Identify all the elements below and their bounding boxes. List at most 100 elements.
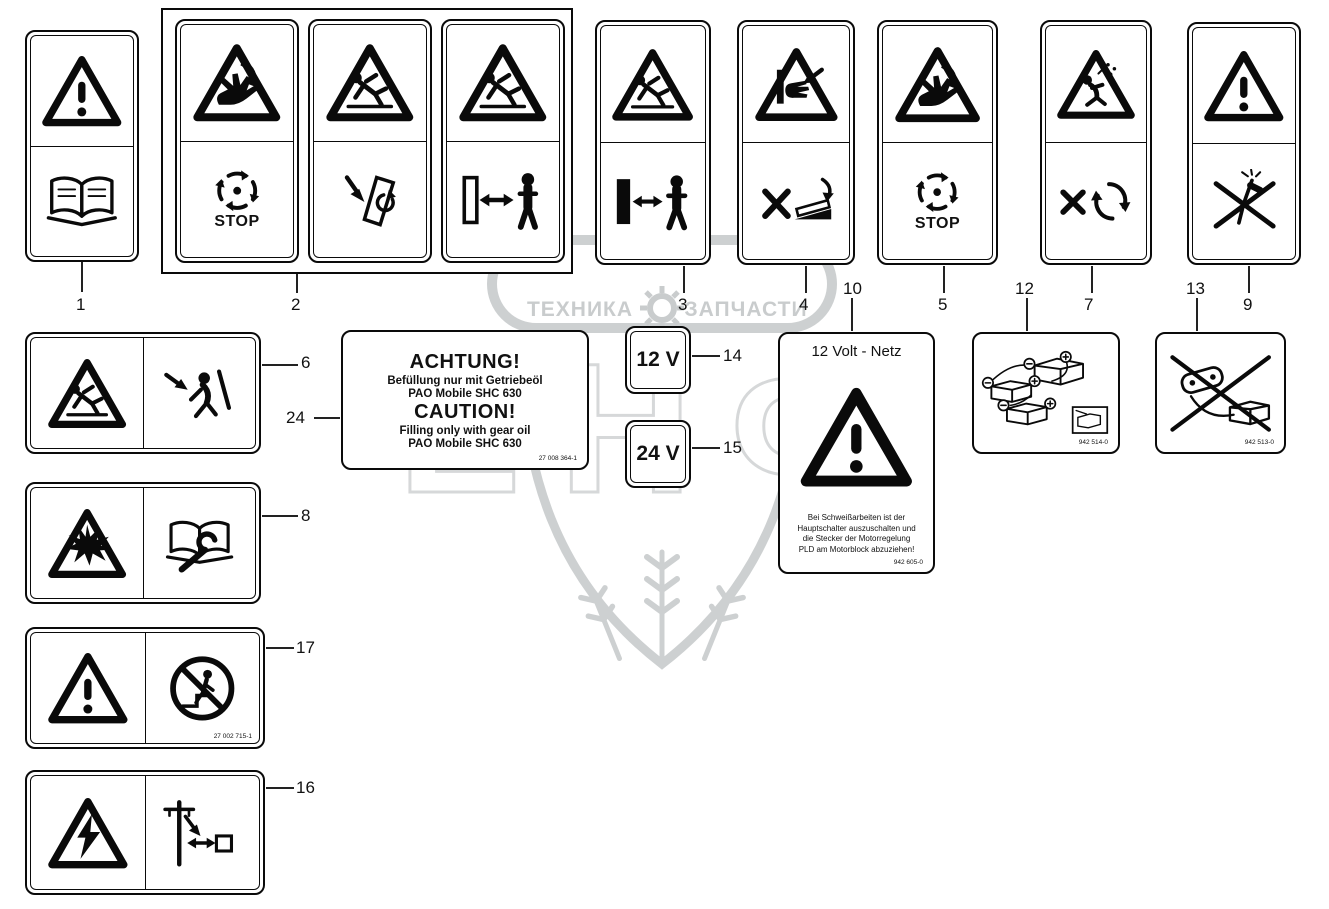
decal-no-riding: 27 002 715-1 <box>25 627 265 749</box>
callout-line-14 <box>692 355 720 357</box>
callout-line-13 <box>1196 298 1198 331</box>
decal-fall-keep-distance <box>441 19 565 263</box>
falling-person-icon <box>612 48 694 121</box>
decal-explosion-read-manual <box>25 482 261 604</box>
watermark-text-left: ТЕХНИКА <box>527 298 633 321</box>
decal-crush-hazard <box>737 20 855 265</box>
decal-24v: 24 V <box>625 420 691 488</box>
callout-15: 15 <box>723 438 742 457</box>
wheat-icon <box>578 549 746 667</box>
explosion-hazard-icon <box>47 508 126 578</box>
watermark-text-right: ЗАПЧАСТИ <box>684 298 807 321</box>
callout-14: 14 <box>723 346 742 365</box>
decal-no-high-pressure <box>1187 22 1301 265</box>
open-book-icon <box>46 176 118 227</box>
callout-16: 16 <box>296 778 315 797</box>
decal-12volt-netz: 12 Volt - Netz Bei Schweißarbeiten ist d… <box>778 332 935 574</box>
callout-5: 5 <box>938 295 948 314</box>
achtung-en-line2: PAO Mobile SHC 630 <box>408 437 522 450</box>
warning-exclamation-icon <box>48 653 128 724</box>
callout-line-16 <box>266 787 294 789</box>
callout-8: 8 <box>301 506 311 525</box>
decal-12v: 12 V <box>625 326 691 394</box>
callout-17: 17 <box>296 638 315 657</box>
callout-line-8 <box>262 515 298 517</box>
no-pressure-washer-icon <box>1213 168 1276 229</box>
12v-text: 12 V <box>636 348 680 371</box>
door-keep-distance-icon <box>617 175 688 231</box>
24v-text: 24 V <box>636 442 680 465</box>
decal-thrown-objects-rotating <box>1040 20 1152 265</box>
callout-3: 3 <box>678 295 688 314</box>
callout-line-5 <box>943 266 945 293</box>
callout-1: 1 <box>76 295 86 314</box>
falling-person-icon <box>326 44 414 122</box>
callout-10: 10 <box>843 279 862 298</box>
callout-line-3 <box>683 266 685 293</box>
electric-hazard-icon <box>48 797 128 869</box>
decal-no-jumpstart: 942 513-0 <box>1155 332 1286 454</box>
callout-6: 6 <box>301 353 311 372</box>
no-ride-prohibition-icon <box>170 655 235 721</box>
callout-line-2 <box>296 271 298 293</box>
falling-person-icon <box>47 358 126 428</box>
book-wrench-icon <box>165 521 233 573</box>
achtung-de-line2: PAO Mobile SHC 630 <box>408 387 522 400</box>
hand-cutting-hazard-icon <box>193 44 281 122</box>
powerline-distance-icon <box>163 800 234 867</box>
achtung-title: ACHTUNG! <box>409 350 521 373</box>
falling-person-icon <box>459 44 547 122</box>
callout-7: 7 <box>1084 295 1094 314</box>
callout-line-4 <box>805 266 807 293</box>
decal-group-2: STOP <box>161 8 573 274</box>
callout-line-9 <box>1248 266 1250 293</box>
achtung-en-line1: Filling only with gear oil <box>399 424 531 437</box>
callout-24: 24 <box>286 408 305 427</box>
stop-text: STOP <box>214 213 260 231</box>
decal-read-manual <box>25 30 139 262</box>
stop-text: STOP <box>914 214 961 232</box>
callout-line-15 <box>692 447 720 449</box>
decal-fall-folding-part <box>308 19 432 263</box>
callout-line-12 <box>1026 298 1028 331</box>
decal-fall-door-distance <box>595 20 711 265</box>
battery-wiring-diagram-icon <box>982 350 1109 434</box>
callout-13: 13 <box>1186 279 1205 298</box>
callout-line-1 <box>81 262 83 292</box>
decal-hand-cut-stop-2: STOP <box>877 20 998 265</box>
callout-4: 4 <box>799 295 809 314</box>
hand-cutting-hazard-icon <box>895 46 980 122</box>
volt-netz-body: Bei Schweißarbeiten ist der Hauptschalte… <box>797 513 916 554</box>
callout-line-24 <box>314 417 340 419</box>
flying-debris-person-icon <box>1057 50 1135 119</box>
keep-distance-icon <box>462 173 539 230</box>
warning-exclamation-icon <box>42 56 122 127</box>
callout-line-10 <box>851 298 853 331</box>
struck-by-part-icon <box>164 369 232 419</box>
callout-9: 9 <box>1243 295 1253 314</box>
warning-exclamation-icon <box>800 387 913 487</box>
decal-battery-wiring: 942 514-0 <box>972 332 1120 454</box>
no-rotating-parts-icon <box>1060 181 1131 221</box>
stop-rotating-arrows-icon <box>916 172 959 213</box>
caution-title: CAUTION! <box>414 400 516 423</box>
no-crush-folding-icon <box>761 177 834 220</box>
achtung-de-line1: Befüllung nur mit Getriebeöl <box>387 374 543 387</box>
part-number: 27 002 715-1 <box>213 733 252 740</box>
part-number: 942 514-0 <box>1078 439 1108 446</box>
hand-crush-icon <box>754 47 838 121</box>
stop-rotating-arrows-icon <box>215 170 259 212</box>
folding-platform-icon <box>345 175 397 227</box>
decal-achtung-gear-oil: ACHTUNG! Befüllung nur mit Getriebeöl PA… <box>341 330 589 470</box>
callout-line-7 <box>1091 266 1093 293</box>
callout-2: 2 <box>291 295 301 314</box>
callout-12: 12 <box>1015 279 1034 298</box>
decal-electric-overhead-lines <box>25 770 265 895</box>
part-number: 27 008 364-1 <box>538 455 577 462</box>
decal-hand-cut-stop: STOP <box>175 19 299 263</box>
decal-fall-strike <box>25 332 261 454</box>
callout-line-17 <box>266 647 294 649</box>
part-number: 942 513-0 <box>1244 439 1274 446</box>
volt-netz-title: 12 Volt - Netz <box>811 343 902 360</box>
